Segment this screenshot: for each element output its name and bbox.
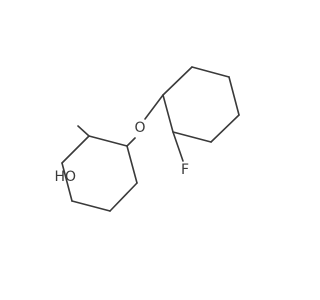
bond — [210, 114, 240, 143]
hydroxyl-label: HO — [54, 169, 76, 185]
bond-c-o — [144, 94, 164, 120]
bond — [61, 162, 73, 202]
molecule-diagram: O F HO — [54, 66, 240, 212]
bond — [228, 76, 240, 116]
bond — [126, 145, 138, 184]
bond — [109, 182, 138, 212]
fluorine-label: F — [181, 162, 189, 178]
bond — [162, 94, 174, 133]
fluorocyclohexane-ring — [162, 66, 240, 143]
bond — [88, 135, 128, 147]
bond — [71, 200, 111, 212]
bond — [172, 131, 212, 143]
bond-c-f — [172, 131, 184, 162]
bond-c-oh — [77, 125, 90, 137]
bond — [61, 135, 90, 164]
bond — [191, 66, 230, 78]
bond — [162, 66, 193, 96]
bond-o-c — [126, 137, 136, 147]
hydroxycyclohexane-ring — [61, 135, 138, 212]
ether-oxygen-label: O — [134, 120, 145, 136]
